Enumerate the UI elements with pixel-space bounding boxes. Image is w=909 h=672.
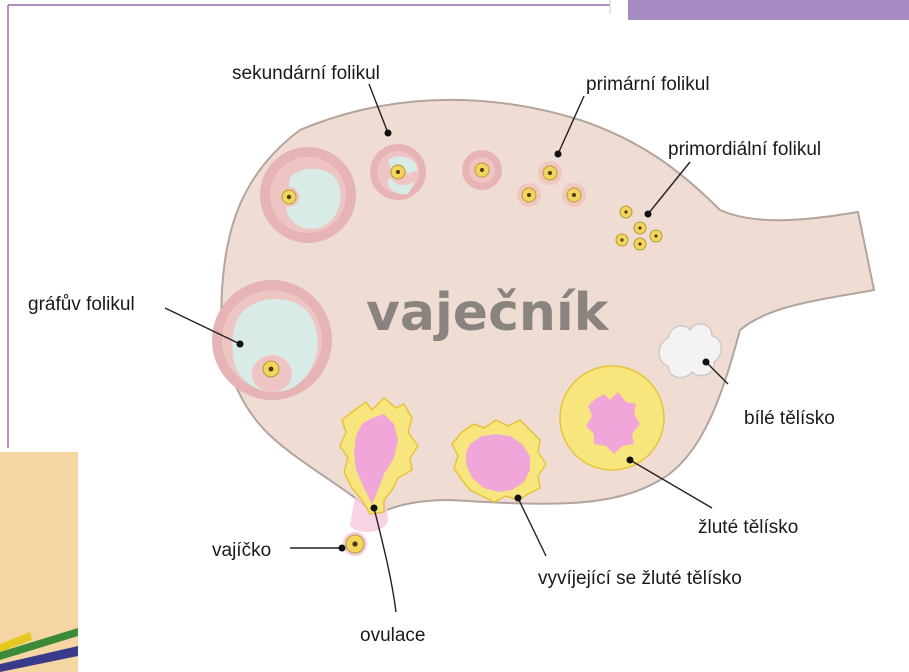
label-ovulation: ovulace — [360, 625, 426, 646]
label-primary-follicle: primární folikul — [586, 74, 710, 95]
label-secondary-follicle: sekundární folikul — [232, 63, 380, 84]
corpus-luteum — [560, 366, 664, 470]
label-corpus-luteum: žluté tělísko — [698, 517, 798, 538]
ovulating-follicle — [340, 398, 418, 532]
label-corpus-albicans: bílé tělísko — [744, 408, 835, 429]
secondary-follicle — [370, 144, 426, 200]
graafian-follicle — [212, 280, 332, 400]
label-developing-corpus-luteum: vyvíjející se žluté tělísko — [538, 568, 742, 589]
follicle-small — [462, 150, 502, 190]
label-ovum: vajíčko — [212, 540, 271, 561]
diagram-title: vaječník — [366, 283, 610, 343]
label-primordial-follicle: primordiální folikul — [668, 139, 821, 160]
label-graafian-follicle: gráfův folikul — [28, 294, 135, 315]
corner-decoration — [0, 452, 78, 672]
ovum — [343, 532, 367, 556]
follicle-large-upper — [260, 147, 356, 243]
